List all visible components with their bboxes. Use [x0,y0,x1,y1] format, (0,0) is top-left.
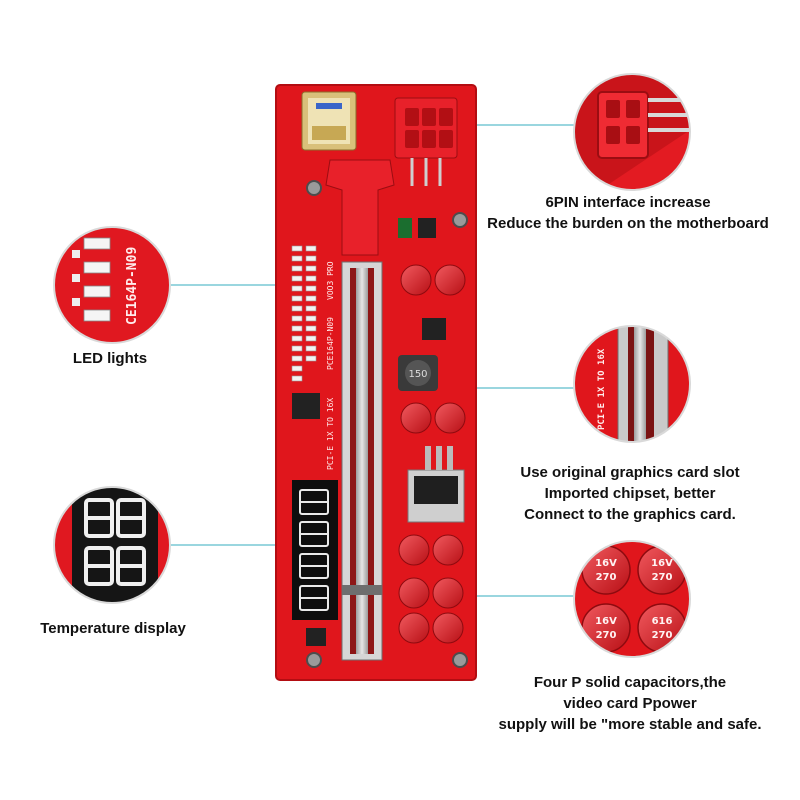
caption-temperature: Temperature display [18,618,208,639]
caption-capacitors: Four P solid capacitors,the video card P… [470,672,790,735]
caption-temperature-line1: Temperature display [40,620,186,637]
zoom-cap-label-6: 270 [596,630,617,641]
caption-slot-line1: Use original graphics card slot [520,464,740,481]
six-pin-connector [394,97,458,186]
caption-led-lights: LED lights [30,348,190,369]
zoom-six-pin [574,74,690,190]
mounting-holes [306,180,468,668]
zoom-led-board-text: CE164P-N09 [125,247,140,325]
zoom-led-lights: CE164P-N09 [54,227,170,343]
zoom-cap-label-7: 616 [652,616,673,627]
caption-slot-line3: Connect to the graphics card. [524,506,736,523]
temperature-display [292,480,338,620]
riser-board: PCE164P-N09 VOO3 PRO PCI-E 1X TO 16X [275,84,477,681]
zoom-slot-board-text: PCI-E 1X TO 16X [597,348,607,430]
caption-capacitors-line3: supply will be "more stable and safe. [498,716,762,733]
push-button [306,628,326,646]
caption-six-pin-line1: 6PIN interface increase [545,194,711,211]
caption-capacitors-line1: Four P solid capacitors,the [533,674,727,691]
zoom-cap-label-3: 16V [651,558,673,569]
zoom-capacitors: 16V 270 16V 270 16V 270 616 270 [574,541,690,657]
zoom-slot: PCI-E 1X TO 16X [574,326,690,442]
zoom-cap-label-1: 16V [595,558,617,569]
controller-chip [422,318,446,340]
caption-six-pin: 6PIN interface increase Reduce the burde… [468,192,788,234]
zoom-cap-label-8: 270 [652,630,673,641]
inductor: 150 [398,355,438,391]
board-model-label: PCE164P-N09 [326,317,335,370]
board-slot-label: PCI-E 1X TO 16X [326,398,335,470]
led-strip [291,245,317,382]
caption-slot-line2: Imported chipset, better [544,485,716,502]
caption-capacitors-line2: video card Ppower [563,695,697,712]
board-version-label: VOO3 PRO [326,261,335,300]
zoom-temperature-display [54,487,170,603]
voltage-regulator [407,446,465,523]
caption-led-line1: LED lights [72,350,148,367]
usb-port [301,91,357,151]
zoom-cap-label-5: 16V [595,616,617,627]
caption-slot: Use original graphics card slot Imported… [480,462,780,525]
pcie-x16-slot [341,261,383,661]
driver-chip [292,393,320,419]
zoom-cap-label-2: 270 [596,572,617,583]
capacitor-group [398,264,466,644]
caption-six-pin-line2: Reduce the burden on the motherboard [487,215,769,232]
slot-latch [325,159,395,256]
zoom-cap-label-4: 270 [652,572,673,583]
inductor-label: 150 [408,369,427,380]
